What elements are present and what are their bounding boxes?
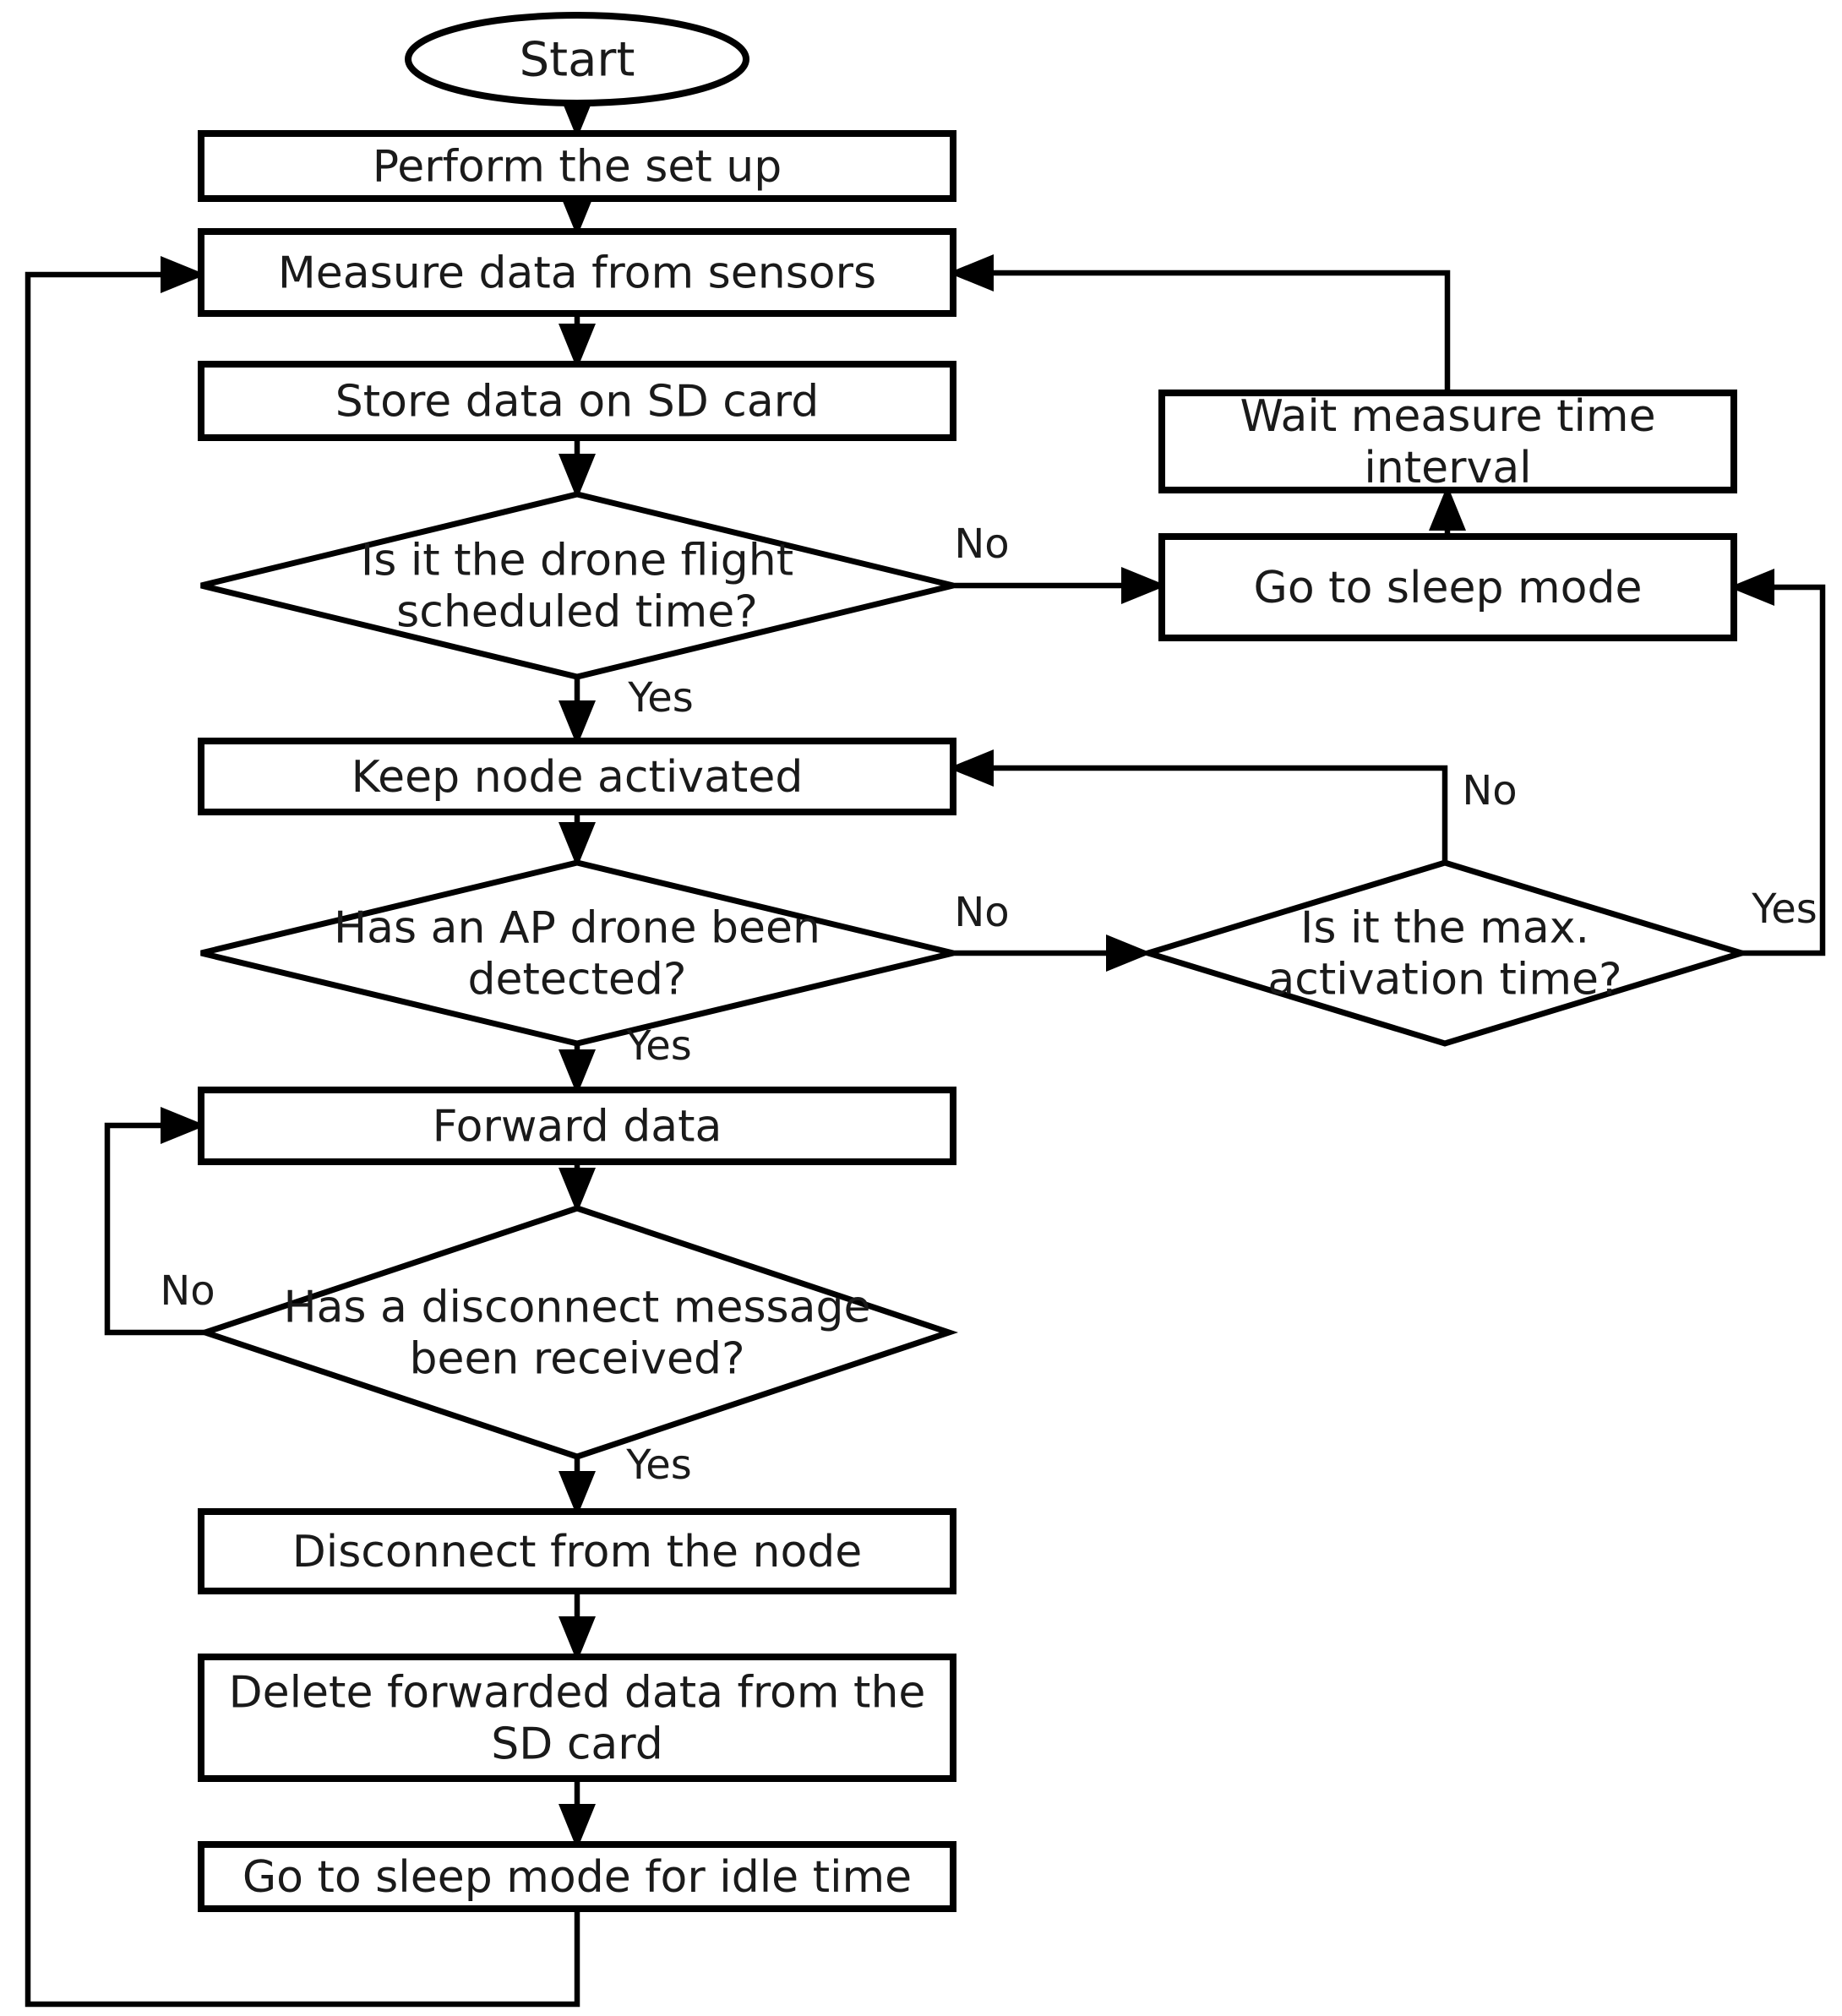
process-go-to-sleep-mode: Go to sleep mode	[1158, 533, 1737, 641]
process-go-to-sleep-mode-shape	[1158, 533, 1737, 641]
process-sleep-for-idle-time-line: Go to sleep mode for idle time	[243, 1852, 912, 1903]
start-terminator-line: Start	[520, 33, 635, 88]
process-perform-setup-label: Perform the set up	[373, 142, 782, 193]
decision-disconnect-message-shape	[195, 1205, 959, 1460]
process-sleep-for-idle-time: Go to sleep mode for idle time	[198, 1841, 956, 1912]
decision-ap-drone-detected-shape	[200, 859, 954, 1047]
decision-max-activation-time-line: Is it the max.	[1300, 903, 1589, 954]
process-disconnect-from-node-label: Disconnect from the node	[292, 1527, 863, 1577]
decision-max-activation-time: Is it the max.activation time?	[1137, 859, 1752, 1047]
edge-disconnect-msg-no-loop	[104, 1107, 206, 1336]
label-no-drone-time: No	[954, 520, 1009, 568]
process-forward-data-label: Forward data	[433, 1102, 722, 1152]
start-terminator: Start	[405, 12, 749, 106]
process-forward-data: Forward data	[198, 1087, 956, 1165]
process-forward-data-shape	[198, 1087, 956, 1165]
edge-max-time-yes-to-sleep	[1729, 569, 1826, 956]
label-yes-disconnect: Yes	[625, 1441, 691, 1489]
process-measure-data-shape	[198, 228, 956, 317]
process-disconnect-from-node-shape	[198, 1508, 956, 1594]
decision-max-activation-time-label: Is it the max.activation time?	[1267, 903, 1621, 1005]
process-keep-node-activated-line: Keep node activated	[352, 752, 804, 803]
decision-drone-flight-time-shape	[200, 491, 954, 680]
process-delete-forwarded-data-line: Delete forwarded data from the	[229, 1668, 926, 1719]
process-measure-data: Measure data from sensors	[198, 228, 956, 317]
process-perform-setup-shape	[198, 130, 956, 202]
edge-wait-interval-to-measure	[948, 254, 1451, 393]
process-keep-node-activated: Keep node activated	[198, 738, 956, 815]
process-measure-data-line: Measure data from sensors	[278, 248, 876, 299]
process-wait-measure-interval-shape	[1158, 390, 1737, 493]
process-delete-forwarded-data-line: SD card	[491, 1719, 663, 1770]
process-disconnect-from-node: Disconnect from the node	[198, 1508, 956, 1594]
label-yes-drone-time: Yes	[627, 674, 693, 722]
label-yes-ap-drone: Yes	[625, 1022, 691, 1070]
process-store-data-line: Store data on SD card	[335, 377, 819, 428]
process-disconnect-from-node-line: Disconnect from the node	[292, 1527, 863, 1577]
decision-max-activation-time-shape	[1137, 859, 1752, 1047]
process-store-data-label: Store data on SD card	[335, 377, 819, 428]
process-store-data-shape	[198, 361, 956, 441]
label-no-max-activation: No	[1462, 767, 1517, 815]
process-wait-measure-interval-line: interval	[1364, 443, 1531, 493]
process-measure-data-label: Measure data from sensors	[278, 248, 876, 299]
process-wait-measure-interval-line: Wait measure time	[1240, 391, 1655, 442]
decision-drone-flight-time-line: Is it the drone flight	[361, 536, 793, 586]
decision-max-activation-time-line: activation time?	[1267, 955, 1621, 1005]
decision-disconnect-message-line: been received?	[409, 1334, 744, 1385]
edge-max-time-no-to-keep	[948, 749, 1448, 863]
decision-drone-flight-time-line: scheduled time?	[396, 587, 758, 638]
process-sleep-for-idle-time-shape	[198, 1841, 956, 1912]
label-no-disconnect: No	[160, 1267, 215, 1315]
process-keep-node-activated-shape	[198, 738, 956, 815]
process-sleep-for-idle-time-label: Go to sleep mode for idle time	[243, 1852, 912, 1903]
process-perform-setup: Perform the set up	[198, 130, 956, 202]
decision-disconnect-message-line: Has a disconnect message	[283, 1283, 870, 1333]
process-perform-setup-line: Perform the set up	[373, 142, 782, 193]
decision-ap-drone-detected-line: detected?	[468, 955, 687, 1005]
decision-ap-drone-detected-line: Has an AP drone been	[334, 903, 820, 954]
process-go-to-sleep-mode-line: Go to sleep mode	[1254, 563, 1643, 613]
label-yes-max-activation: Yes	[1751, 885, 1817, 933]
process-delete-forwarded-data-shape	[198, 1654, 956, 1782]
process-keep-node-activated-label: Keep node activated	[352, 752, 804, 803]
process-store-data: Store data on SD card	[198, 361, 956, 441]
process-go-to-sleep-mode-label: Go to sleep mode	[1254, 563, 1643, 613]
process-forward-data-line: Forward data	[433, 1102, 722, 1152]
label-no-ap-drone: No	[954, 889, 1009, 936]
start-terminator-label: Start	[520, 33, 635, 88]
start-terminator-shape	[405, 12, 749, 106]
edge-sleep-idle-loop-to-measure	[25, 256, 580, 2008]
